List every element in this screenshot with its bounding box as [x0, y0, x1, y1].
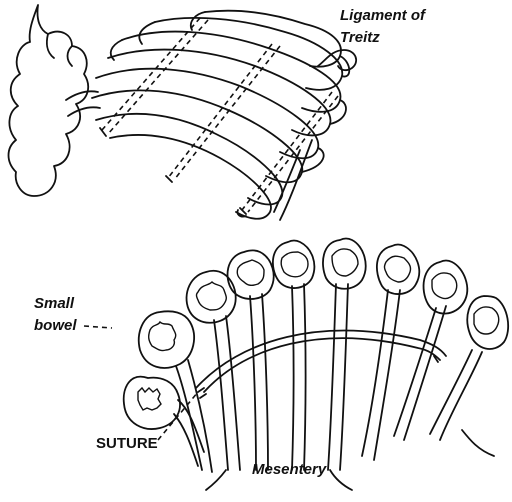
- small-bowel-label-line1: Small: [34, 296, 74, 311]
- plication-sutures: [100, 18, 338, 214]
- top-figure-plication: [9, 5, 357, 220]
- small-bowel-label-line2: bowel: [34, 318, 77, 333]
- ligament-label-line2: Treitz: [340, 30, 380, 45]
- suture-label: SUTURE: [96, 436, 158, 451]
- bowel-loops: [92, 11, 356, 220]
- small-bowel-leader: [84, 326, 112, 328]
- mesentery-arc-inner: [204, 338, 440, 392]
- ligament-label-line1: Ligament of: [340, 8, 425, 23]
- mesentery-label: Mesentery: [252, 462, 326, 477]
- bottom-figure-cross-section: [124, 239, 508, 491]
